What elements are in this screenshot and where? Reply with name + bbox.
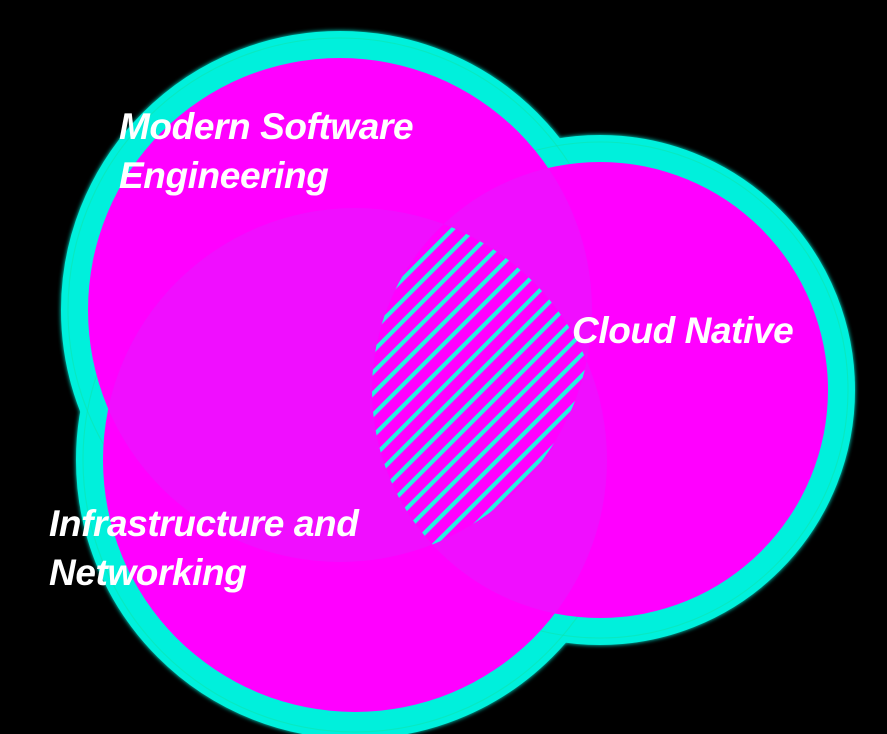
venn-diagram-graphic	[61, 31, 855, 734]
venn-diagram-canvas: Modern Software Engineering Cloud Native…	[49, 31, 855, 734]
